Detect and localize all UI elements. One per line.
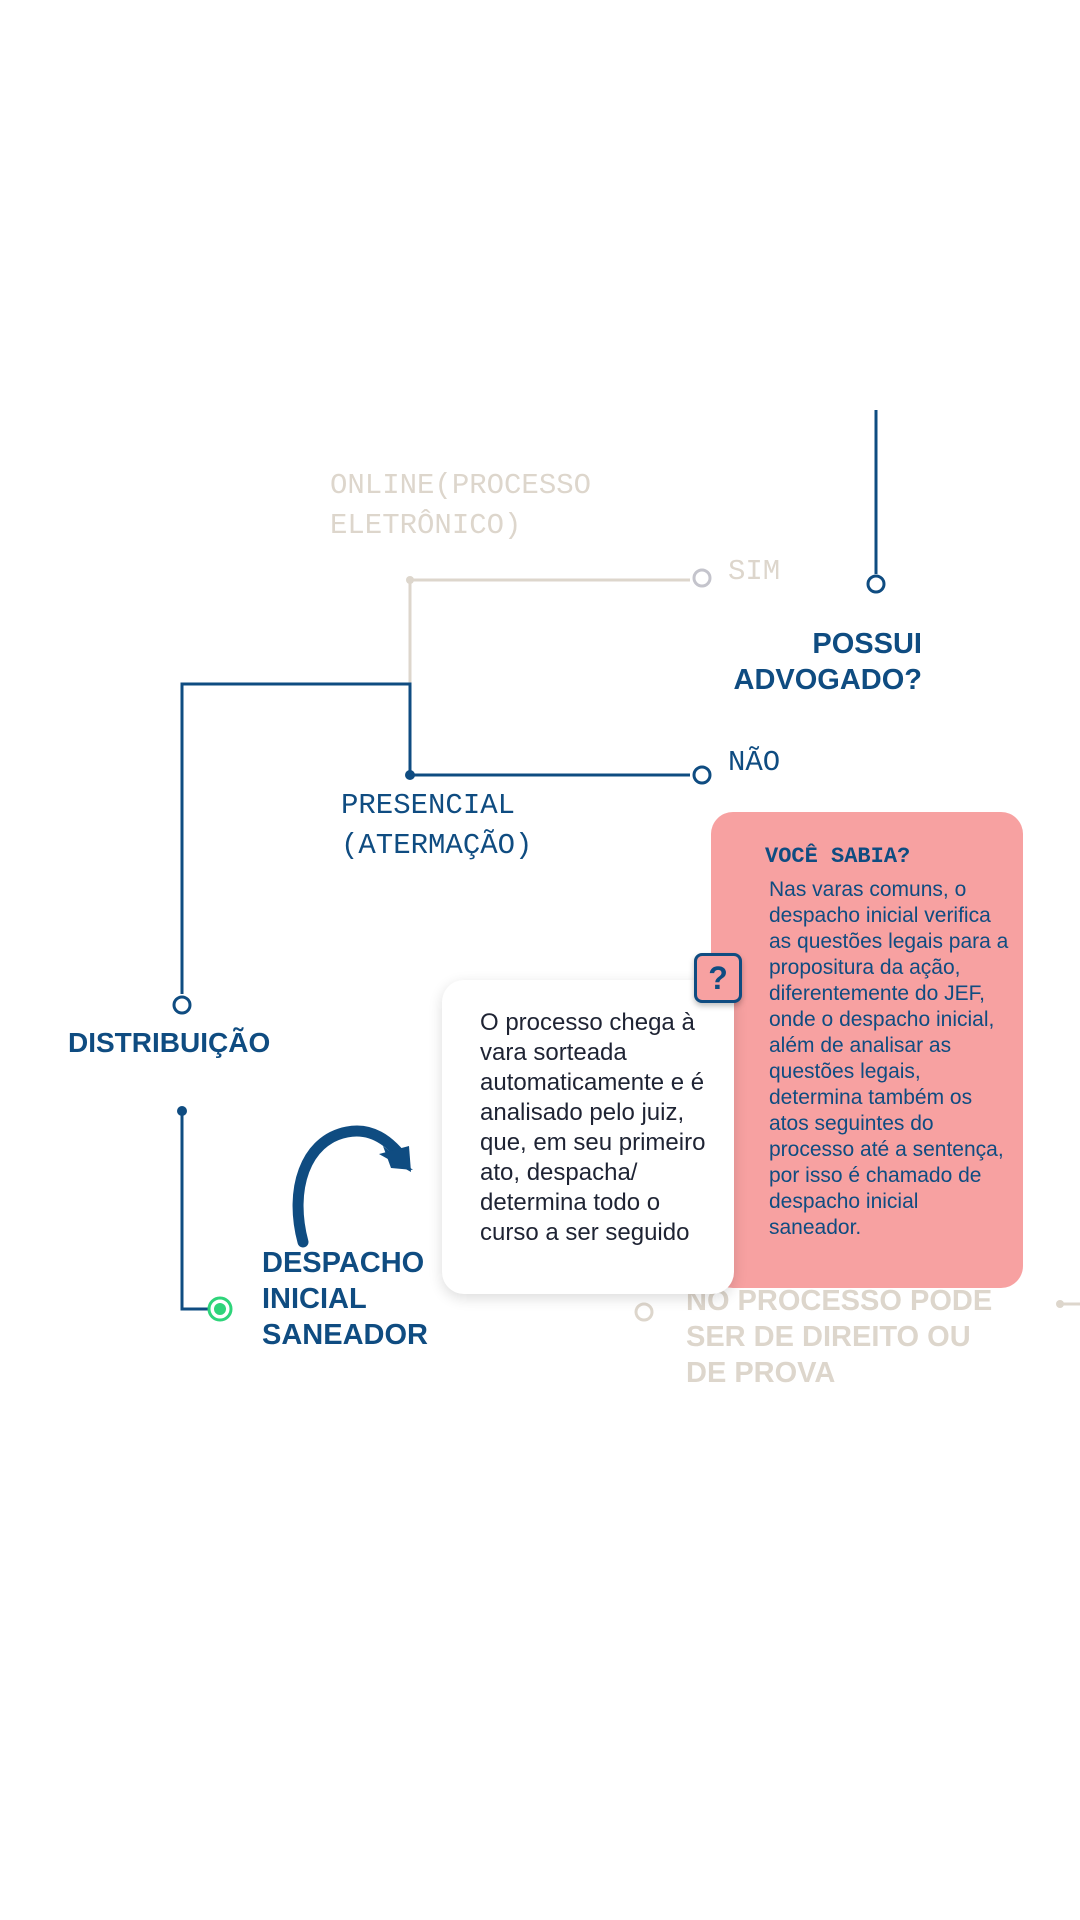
label-nao: NÃO [728, 746, 781, 779]
node-possui-advogado [866, 574, 886, 594]
label-presencial: PRESENCIAL (ATERMAÇÃO) [341, 789, 533, 862]
heading-despacho-inicial: DESPACHO INICIAL SANEADOR [262, 1247, 428, 1351]
tip-voce-sabia: VOCÊ SABIA? Nas varas comuns, o despacho… [711, 812, 1023, 1288]
label-online: ONLINE(PROCESSO ELETRÔNICO) [330, 469, 592, 542]
question-icon[interactable]: ? [694, 953, 742, 1003]
info-card-text: O processo chega à vara sorteada automat… [480, 1009, 706, 1246]
heading-faded-next: NO PROCESSO PODE SER DE DIREITO OU DE PR… [686, 1285, 993, 1389]
tip-body: Nas varas comuns, o despacho inicial ver… [769, 878, 1009, 1239]
connector-despacho [180, 1111, 208, 1311]
tip-title: VOCÊ SABIA? [765, 844, 911, 869]
node-faded-next [634, 1302, 654, 1322]
node-nao [692, 765, 712, 785]
info-card: O processo chega à vara sorteada automat… [442, 980, 734, 1294]
connector-online [408, 578, 690, 685]
label-sim: SIM [728, 555, 781, 588]
heading-distribuicao: DISTRIBUIÇÃO [68, 1027, 271, 1058]
connector-presencial [180, 682, 690, 994]
dot-presencial [405, 770, 415, 780]
heading-possui-advogado: POSSUI ADVOGADO? [733, 628, 923, 696]
node-distribuicao [172, 995, 192, 1015]
dot-online [406, 576, 414, 584]
curved-arrow-icon [292, 1125, 413, 1248]
node-sim [692, 568, 712, 588]
